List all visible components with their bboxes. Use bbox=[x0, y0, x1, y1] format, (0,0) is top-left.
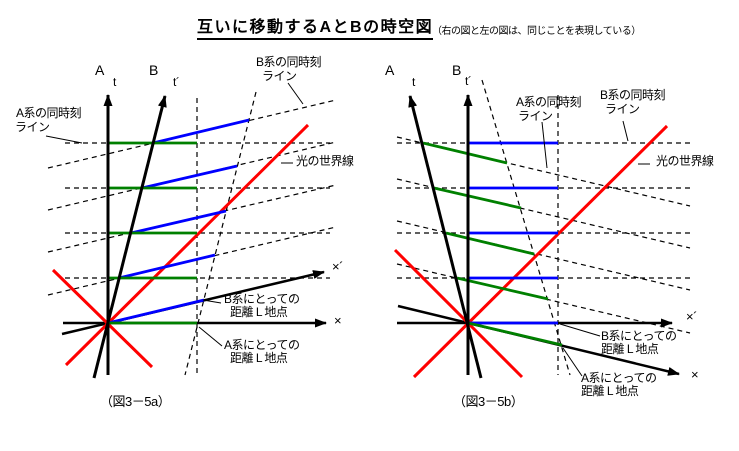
light-worldline bbox=[64, 123, 310, 367]
label-b-distance-l-2: 距離 L 地点 bbox=[601, 342, 659, 356]
label-b-distance-l-1: B系にとっての bbox=[601, 329, 677, 343]
b-distance-pointer bbox=[559, 323, 601, 337]
label-t-prime-axis: t´ bbox=[465, 74, 472, 88]
a-simultaneity-segment bbox=[456, 276, 549, 301]
label-b-distance-l-1: B系にとっての bbox=[224, 292, 300, 306]
label-a-distance-l-1: A系にとっての bbox=[224, 338, 300, 352]
label-observer-a: A bbox=[385, 62, 394, 78]
label-x-axis: × bbox=[691, 367, 699, 382]
a-distance-pointer bbox=[562, 347, 583, 377]
a-simultaneity-segment bbox=[445, 231, 535, 256]
label-a-simultaneity-line-1: A系の同時刻 bbox=[16, 106, 82, 120]
label-light-worldline: 光の世界線 bbox=[656, 154, 714, 168]
a-simultaneity-pointer bbox=[45, 135, 83, 144]
a-simultaneity-pointer bbox=[541, 121, 548, 169]
label-t-axis: t bbox=[412, 75, 415, 89]
label-x-prime-axis: ×´ bbox=[686, 309, 697, 324]
label-observer-b: B bbox=[452, 62, 461, 78]
figure-3-5a bbox=[45, 82, 337, 379]
b-distance-worldline-dashed bbox=[184, 91, 257, 376]
figure-3-5b bbox=[393, 79, 691, 379]
a-distance-worldline-dashed bbox=[481, 79, 571, 376]
b-simultaneity-segment bbox=[118, 253, 216, 280]
label-b-simultaneity-line-1: B系の同時刻 bbox=[256, 55, 322, 69]
label-a-distance-l-2: 距離 L 地点 bbox=[230, 351, 288, 365]
t-axis bbox=[408, 95, 483, 379]
b-simultaneity-pointer bbox=[622, 120, 629, 142]
label-x-prime-axis: ×´ bbox=[332, 259, 343, 274]
label-b-simultaneity-line-1: B系の同時刻 bbox=[600, 88, 666, 102]
label-light-worldline: 光の世界線 bbox=[296, 154, 354, 168]
a-simultaneity-dashed bbox=[396, 220, 691, 291]
label-x-axis: × bbox=[334, 313, 342, 328]
label-a-distance-l-2: 距離 L 地点 bbox=[581, 384, 639, 398]
label-b-distance-l-2: 距離 L 地点 bbox=[230, 305, 288, 319]
b-simultaneity-segment bbox=[107, 298, 205, 325]
label-b-simultaneity-line-2: ライン bbox=[605, 102, 640, 116]
label-a-simultaneity-line-2: ライン bbox=[518, 109, 553, 123]
figure-caption: （図3－5b） bbox=[453, 394, 524, 409]
a-simultaneity-segment bbox=[467, 321, 563, 347]
a-distance-pointer bbox=[198, 326, 223, 347]
a-simultaneity-segment bbox=[433, 186, 522, 210]
b-simultaneity-segment bbox=[130, 209, 227, 235]
t-prime-axis bbox=[92, 95, 167, 379]
figure-caption: （図3－5a） bbox=[100, 394, 171, 409]
label-observer-a: A bbox=[95, 62, 104, 78]
label-a-simultaneity-line-2: ライン bbox=[15, 120, 50, 134]
light-worldline-left bbox=[51, 268, 154, 369]
label-observer-b: B bbox=[149, 62, 158, 78]
a-simultaneity-segment bbox=[422, 141, 508, 165]
light-worldline bbox=[412, 124, 669, 379]
page-subtitle-note: （右の図と左の図は、同じことを表現している） bbox=[432, 26, 641, 37]
light-worldline-left bbox=[393, 248, 524, 379]
b-simultaneity-pointer bbox=[287, 82, 304, 105]
b-simultaneity-segment bbox=[152, 118, 250, 145]
b-distance-pointer bbox=[202, 299, 222, 304]
b-simultaneity-segment bbox=[141, 164, 238, 190]
label-a-distance-l-1: A系にとっての bbox=[581, 371, 657, 385]
label-t-prime-axis: t´ bbox=[173, 75, 180, 89]
label-a-simultaneity-line-1: A系の同時刻 bbox=[516, 95, 582, 109]
label-b-simultaneity-line-2: ライン bbox=[262, 69, 297, 83]
label-t-axis: t bbox=[113, 75, 116, 89]
page-title: 互いに移動するAとBの時空図 bbox=[197, 13, 434, 40]
